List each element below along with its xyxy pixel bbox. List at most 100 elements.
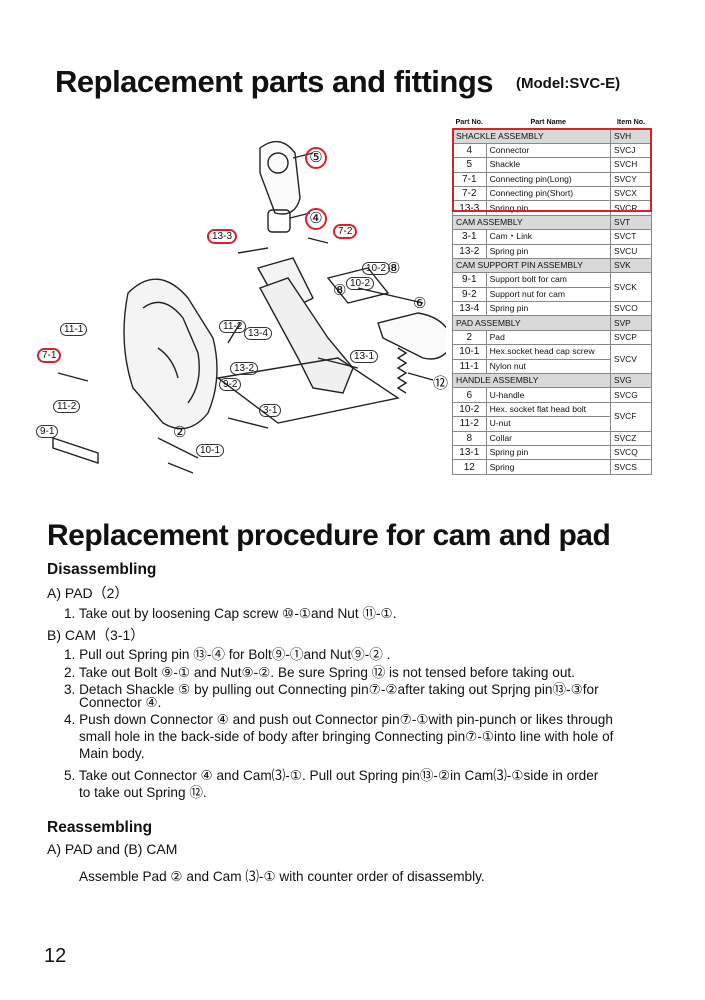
item-no: SVCJ xyxy=(610,142,652,159)
reassembling-step: Assemble Pad ② and Cam ⑶-① with counter … xyxy=(79,869,485,884)
part-no: 10-1 xyxy=(452,344,487,360)
part-no: 8 xyxy=(452,430,487,446)
callout-9-2: 9-2 xyxy=(219,378,242,391)
part-no: 13-3 xyxy=(452,200,487,216)
part-name: Support nut for cam xyxy=(485,286,612,303)
item-no: SVCR xyxy=(610,200,652,216)
callout-12: ⑫ xyxy=(433,375,449,392)
group-name: PAD ASSEMBLY xyxy=(452,315,611,331)
callout-2: ② xyxy=(173,424,187,441)
callout-13-2: 13-2 xyxy=(230,362,259,375)
part-no: 9-1 xyxy=(452,272,487,288)
step-b3a: 3. Detach Shackle ⑤ by pulling out Conne… xyxy=(64,682,599,697)
part-name: Connecting pin(Short) xyxy=(485,185,612,202)
part-no: 10-2 xyxy=(452,401,487,418)
step-b-label: B) CAM（3-1） xyxy=(47,627,145,643)
part-name: Pad xyxy=(485,329,612,346)
callout-10-1: 10-1 xyxy=(196,444,225,457)
part-no: 6 xyxy=(452,387,487,403)
model-label: (Model:SVC-E) xyxy=(516,75,621,92)
item-no: SVCG xyxy=(610,387,652,403)
part-name: Connecting pin(Long) xyxy=(485,171,612,187)
part-name: Shackle xyxy=(485,157,612,173)
part-no: 2 xyxy=(452,329,487,346)
col-part-name: Part Name xyxy=(486,115,611,130)
callout-9-1: 9-1 xyxy=(36,425,59,438)
part-name: Spring pin xyxy=(485,301,612,317)
part-name: U-nut xyxy=(485,416,612,432)
parts-table: Part No. Part Name Item No. SHACKLE ASSE… xyxy=(452,115,652,475)
item-no: SVCO xyxy=(610,301,652,317)
callout-11-2-a: 11-2 xyxy=(219,320,247,333)
item-no: SVCU xyxy=(610,243,652,259)
item-no: SVT xyxy=(610,214,652,231)
part-no: 12 xyxy=(452,459,487,475)
part-no: 11-1 xyxy=(452,358,487,375)
part-name: Connector xyxy=(485,142,612,159)
page-title: Replacement parts and fittings xyxy=(55,64,494,99)
step-b4a: 4. Push down Connector ④ and push out Co… xyxy=(64,712,613,727)
item-no: SVCH xyxy=(610,157,652,173)
part-no: 7-1 xyxy=(452,171,487,187)
step-b2: 2. Take out Bolt ⑨-① and Nut⑨-②. Be sure… xyxy=(64,665,575,680)
part-name: Hex.socket head cap screw xyxy=(485,344,612,360)
step-b4c: Main body. xyxy=(79,746,145,761)
item-no: SVH xyxy=(610,128,652,144)
callout-4: ④ xyxy=(305,208,327,230)
step-b3b: Connector ④. xyxy=(79,695,162,710)
part-no: 13-2 xyxy=(452,243,487,259)
callout-6: ⑥ xyxy=(413,295,427,312)
part-name: Nylon nut xyxy=(485,358,612,375)
callout-8-b: ⑧ xyxy=(333,282,347,299)
callout-11-2-b: 11-2 xyxy=(53,400,81,413)
part-name: Cam・Link xyxy=(485,229,612,245)
item-no: SVCQ xyxy=(610,444,652,461)
col-part-no: Part No. xyxy=(452,115,487,130)
item-no: SVK xyxy=(610,257,652,274)
col-item-no: Item No. xyxy=(610,115,652,130)
item-no: SVCX xyxy=(610,185,652,202)
part-name: Spring pin xyxy=(485,200,612,216)
part-name: Spring pin xyxy=(485,444,612,461)
callout-5: ⑤ xyxy=(305,147,327,169)
step-a-label: A) PAD（2） xyxy=(47,585,129,601)
item-no: SVCZ xyxy=(610,430,652,446)
part-name: Spring xyxy=(485,459,612,475)
step-b5a: 5. Take out Connector ④ and Cam⑶-①. Pull… xyxy=(64,768,599,783)
step-b1: 1. Pull out Spring pin ⑬-④ for Bolt⑨-①an… xyxy=(64,647,391,662)
item-no: SVCV xyxy=(610,344,652,375)
callout-7-1: 7-1 xyxy=(37,348,62,363)
part-name: U-handle xyxy=(485,387,612,403)
callout-8-a: ⑧ xyxy=(387,260,401,277)
group-name: SHACKLE ASSEMBLY xyxy=(452,128,611,144)
callout-7-2: 7-2 xyxy=(333,224,358,239)
part-no: 13-1 xyxy=(452,444,487,461)
disassembling-heading: Disassembling xyxy=(47,561,157,578)
item-no: SVCS xyxy=(610,459,652,475)
item-no: SVCY xyxy=(610,171,652,187)
step-b4b: small hole in the back-side of body afte… xyxy=(79,729,614,744)
part-name: Collar xyxy=(485,430,612,446)
part-no: 4 xyxy=(452,142,487,159)
part-name: Spring pin xyxy=(485,243,612,259)
procedure-title: Replacement procedure for cam and pad xyxy=(47,519,611,552)
part-no: 11-2 xyxy=(452,416,487,432)
part-no: 3-1 xyxy=(452,229,487,245)
group-name: CAM SUPPORT PIN ASSEMBLY xyxy=(452,257,611,274)
